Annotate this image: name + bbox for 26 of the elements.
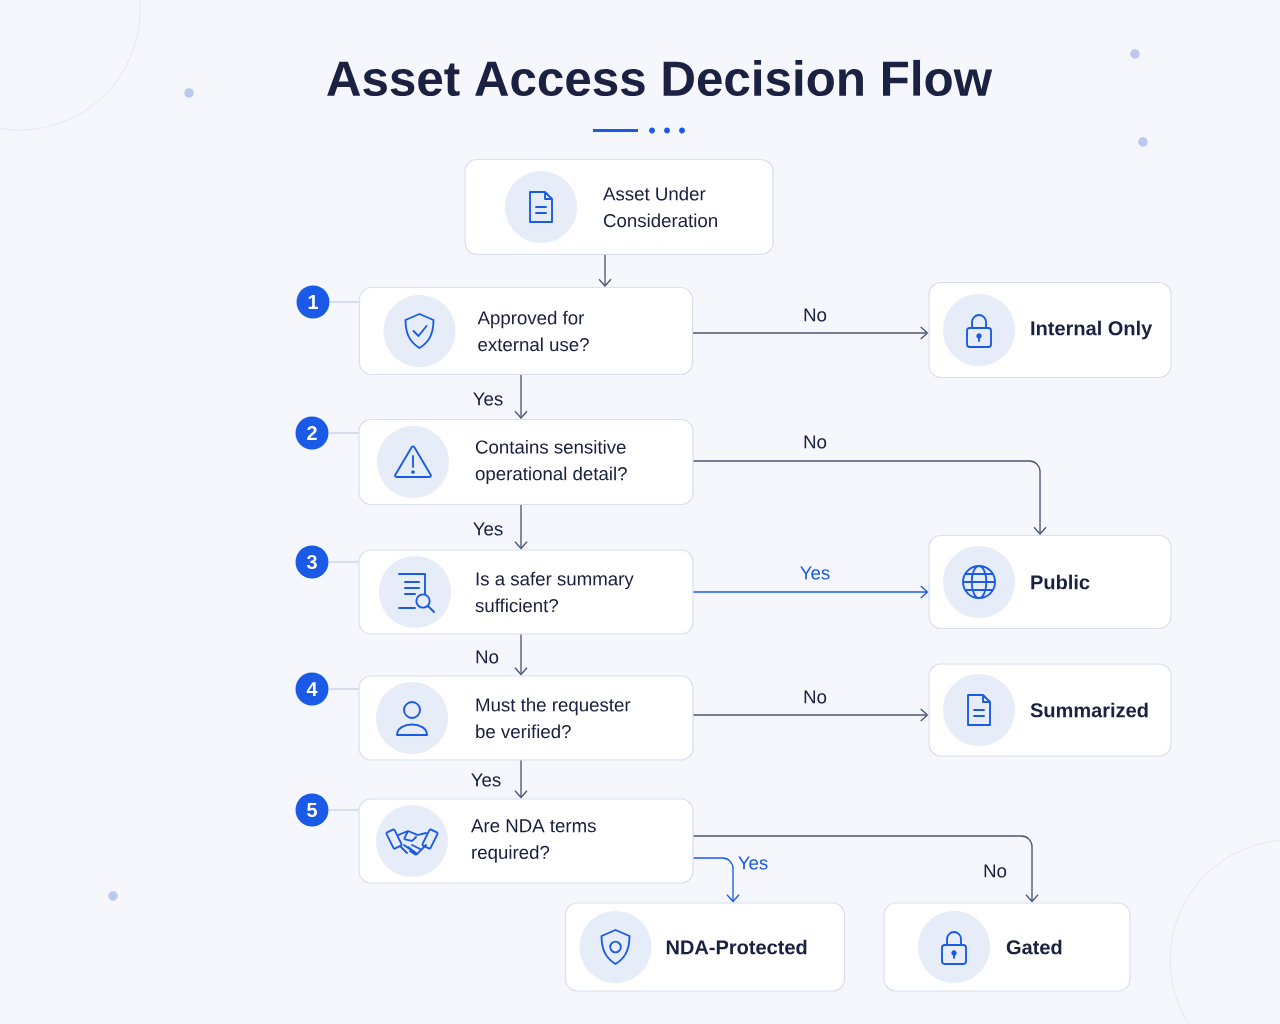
step-number: 1 (296, 285, 330, 319)
arrow (692, 326, 929, 340)
edge-label: Yes (468, 771, 504, 789)
edge-label: No (801, 688, 829, 706)
step-number: 2 (295, 416, 329, 450)
step-number: 3 (295, 545, 329, 579)
edge-label: Yes (470, 390, 506, 408)
arrow (692, 460, 1047, 535)
arrow (692, 585, 929, 599)
step-number: 5 (295, 793, 329, 827)
arrow (692, 857, 740, 903)
title: Asset Access Decision Flow (327, 59, 993, 97)
arrow (514, 374, 528, 419)
arrow (514, 633, 528, 676)
arrow (514, 504, 528, 550)
edge-label: No (801, 433, 829, 451)
edge-label: No (981, 862, 1009, 880)
arrow (514, 759, 528, 799)
arrow (598, 254, 612, 287)
edge-label: No (473, 648, 501, 666)
step-number: 4 (295, 672, 329, 706)
edge-label: Yes (797, 564, 833, 582)
edge-label: Yes (470, 520, 506, 538)
edge-label: No (801, 306, 829, 324)
arrow (692, 708, 929, 722)
arrow (692, 835, 1039, 903)
